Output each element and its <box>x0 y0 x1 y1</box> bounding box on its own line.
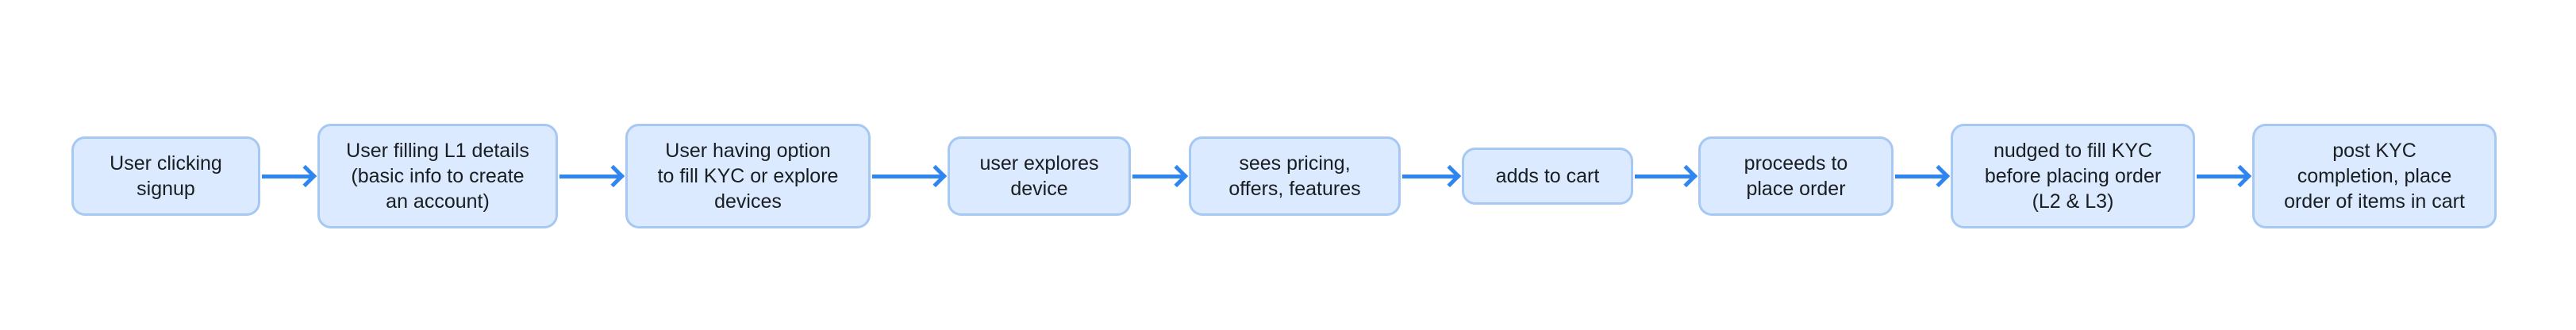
flow-node-explore-device[interactable]: user explores device <box>948 136 1131 216</box>
flow-arrow-1[interactable] <box>262 163 317 189</box>
arrow-shaft <box>872 174 942 178</box>
flow-arrow-5[interactable] <box>1402 163 1462 189</box>
flow-arrow-2[interactable] <box>559 163 625 189</box>
arrow-head-icon <box>602 164 625 188</box>
arrow-shaft <box>262 174 312 178</box>
arrow-head-icon <box>1674 164 1698 188</box>
flow-arrow-6[interactable] <box>1635 163 1698 189</box>
flow-node-kyc-option[interactable]: User having option to fill KYC or explor… <box>625 124 871 228</box>
flow-node-post-kyc-order[interactable]: post KYC completion, place order of item… <box>2252 124 2497 228</box>
flow-node-kyc-nudge[interactable]: nudged to fill KYC before placing order … <box>1951 124 2195 228</box>
arrow-shaft <box>1132 174 1183 178</box>
arrow-head-icon <box>294 164 317 188</box>
arrow-shaft <box>2197 174 2247 178</box>
flow-node-l1-details[interactable]: User filling L1 details (basic info to c… <box>317 124 558 228</box>
arrow-shaft <box>559 174 620 178</box>
flow-node-signup[interactable]: User clicking signup <box>71 136 260 216</box>
flow-arrow-4[interactable] <box>1132 163 1189 189</box>
arrow-shaft <box>1895 174 1945 178</box>
flow-arrow-3[interactable] <box>872 163 948 189</box>
flow-arrow-8[interactable] <box>2197 163 2252 189</box>
arrow-shaft <box>1402 174 1456 178</box>
flow-node-pricing[interactable]: sees pricing, offers, features <box>1189 136 1401 216</box>
arrow-shaft <box>1635 174 1693 178</box>
arrow-head-icon <box>2228 164 2252 188</box>
flow-node-place-order[interactable]: proceeds to place order <box>1698 136 1894 216</box>
flow-arrow-7[interactable] <box>1895 163 1951 189</box>
arrow-head-icon <box>1438 164 1462 188</box>
arrow-head-icon <box>1927 164 1951 188</box>
flow-node-add-to-cart[interactable]: adds to cart <box>1462 148 1633 205</box>
arrow-head-icon <box>1165 164 1189 188</box>
arrow-head-icon <box>924 164 948 188</box>
